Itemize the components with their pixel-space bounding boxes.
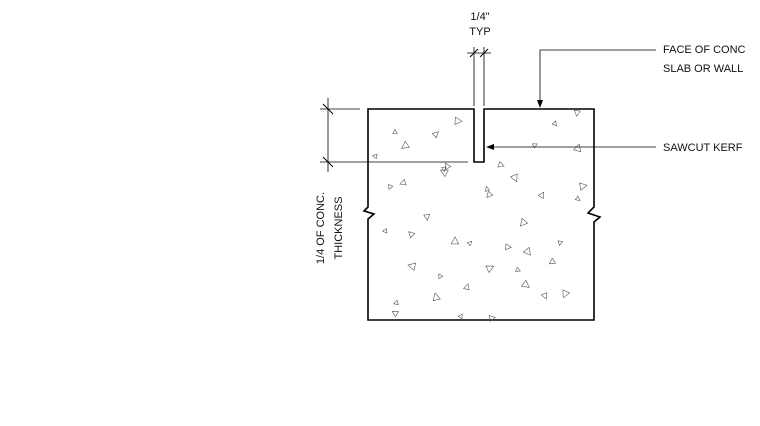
aggregate-mark xyxy=(509,173,518,183)
aggregate-mark xyxy=(557,240,564,247)
aggregate-mark xyxy=(457,313,463,320)
depth-label-line2: THICKNESS xyxy=(333,197,345,260)
aggregate-mark xyxy=(573,143,582,153)
aggregate-mark xyxy=(520,279,530,288)
gap-dimension-value: 1/4" xyxy=(470,11,489,23)
aggregate-mark xyxy=(439,169,449,178)
concrete-slab-outline xyxy=(362,108,602,321)
aggregate-mark xyxy=(522,246,531,256)
aggregate-mark xyxy=(497,160,505,168)
aggregate-mark xyxy=(551,120,557,127)
aggregate-mark xyxy=(488,315,496,322)
aggregate-mark xyxy=(462,283,470,291)
aggregate-mark xyxy=(485,265,495,274)
aggregate-mark xyxy=(454,116,463,125)
aggregate-mark xyxy=(392,128,398,135)
aggregate-mark xyxy=(562,289,571,299)
aggregate-mark xyxy=(432,292,441,302)
aggregate-mark xyxy=(486,190,494,198)
aggregate-mark xyxy=(515,266,521,272)
aggregate-mark xyxy=(371,153,378,160)
aggregate-mark xyxy=(438,273,444,280)
aggregate-mark xyxy=(540,292,548,300)
aggregate-mark xyxy=(466,240,473,247)
aggregate-mark xyxy=(444,162,452,171)
aggregate-mark xyxy=(505,243,512,251)
concrete-aggregate-hatch xyxy=(371,109,588,322)
aggregate-mark xyxy=(548,257,557,265)
aggregate-mark xyxy=(401,140,410,149)
face-label-line2: SLAB OR WALL xyxy=(663,63,743,75)
aggregate-mark xyxy=(391,311,399,318)
aggregate-mark xyxy=(388,184,394,190)
sawcut-leader xyxy=(486,144,656,150)
face-label-line1: FACE OF CONC xyxy=(663,44,746,56)
aggregate-mark xyxy=(573,109,581,117)
aggregate-mark xyxy=(537,191,545,200)
sawcut-label: SAWCUT KERF xyxy=(663,142,743,154)
aggregate-mark xyxy=(484,185,491,192)
gap-dimension-typ: TYP xyxy=(469,26,490,38)
aggregate-mark xyxy=(519,217,529,227)
aggregate-mark xyxy=(399,178,407,186)
aggregate-mark xyxy=(393,299,399,305)
aggregate-mark xyxy=(450,236,460,245)
aggregate-mark xyxy=(431,131,439,139)
aggregate-mark xyxy=(408,231,416,239)
aggregate-mark xyxy=(574,195,581,201)
aggregate-mark xyxy=(381,228,388,234)
aggregate-mark xyxy=(441,166,447,173)
gap-dimension xyxy=(467,47,491,106)
aggregate-mark xyxy=(579,182,588,191)
depth-dimension xyxy=(320,98,468,172)
face-leader xyxy=(537,49,656,108)
depth-label-line1: 1/4 OF CONC. xyxy=(315,192,327,264)
aggregate-mark xyxy=(531,143,538,149)
aggregate-mark xyxy=(423,213,431,221)
aggregate-mark xyxy=(407,262,417,271)
